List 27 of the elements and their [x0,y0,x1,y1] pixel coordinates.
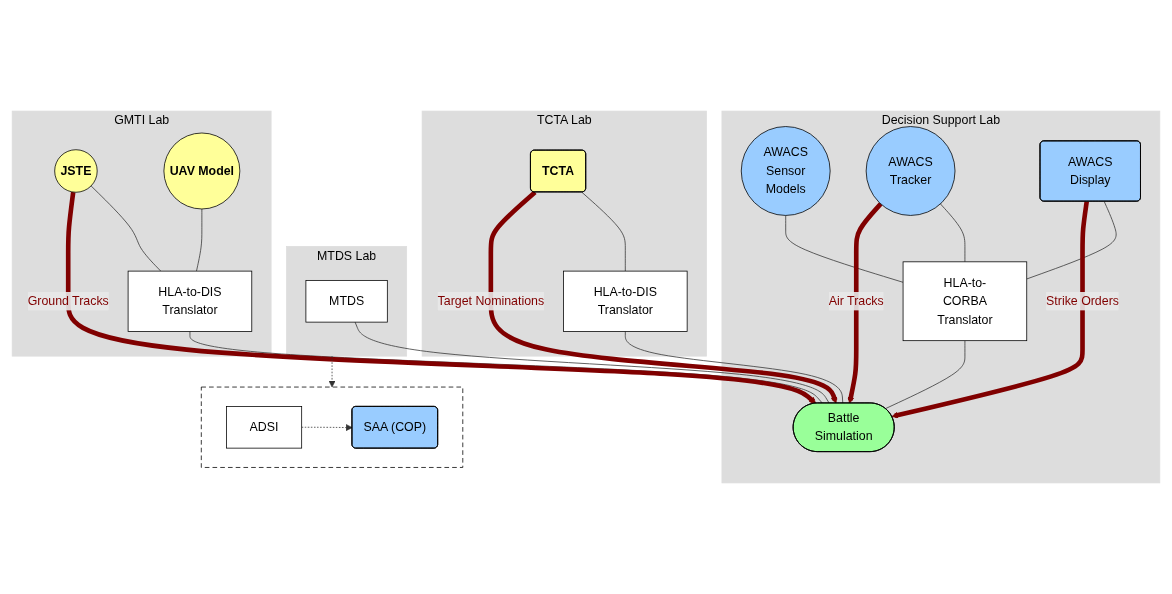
node-box: HLA-to-DIS Translator [563,270,688,332]
arrow [488,190,838,404]
node-box: HLA-to-DIS Translator [127,270,253,332]
node-circle: UAV Model [163,132,241,210]
connector [624,331,844,404]
cluster [200,386,464,468]
node-circle: JSTE [54,149,98,193]
connector [196,208,203,272]
connector [785,215,904,283]
edge-label: Air Tracks [828,294,884,308]
arrow [891,201,1090,419]
arrow [65,191,817,404]
node-circle: AWACS Sensor Models [740,126,831,216]
connector [90,185,162,272]
connector [1026,201,1117,280]
connector [581,191,626,272]
edge-label: Ground Tracks [27,294,109,308]
node-box: ADSI [226,406,303,449]
node-box: HLA-to-CORBA Translator [902,261,1028,342]
connector [885,340,966,410]
node-circle: AWACS Tracker [865,126,956,216]
edge-label: Target Nominations [437,294,545,308]
arrow [847,202,883,404]
node-box: MTDS [305,280,388,323]
connector [940,203,966,263]
edge-label: Strike Orders [1046,294,1119,308]
connector [354,321,830,404]
